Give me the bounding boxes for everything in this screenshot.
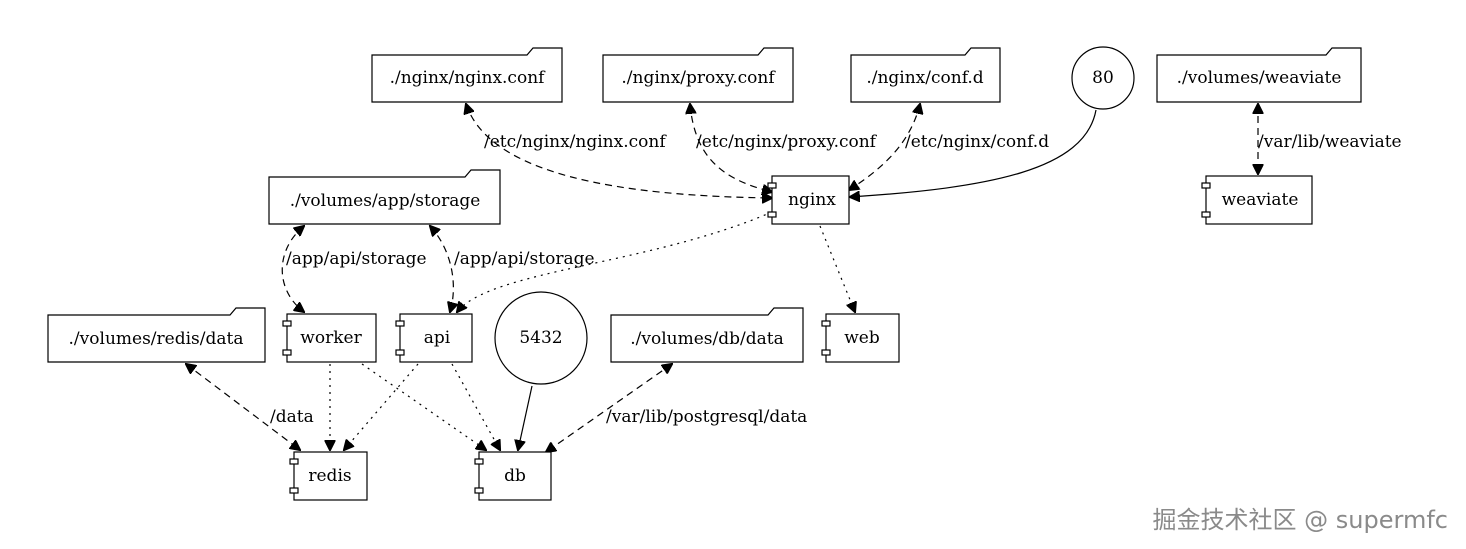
edge-label-db-data: /var/lib/postgresql/data bbox=[606, 407, 807, 427]
edges bbox=[186, 104, 1258, 452]
component-weaviate-label: weaviate bbox=[1222, 190, 1299, 210]
component-worker-label: worker bbox=[300, 328, 362, 348]
component-api-label: api bbox=[424, 328, 451, 348]
edge-label-nginx-conf: /etc/nginx/nginx.conf bbox=[484, 132, 667, 152]
folder-proxy-conf: ./nginx/proxy.conf bbox=[602, 47, 794, 103]
edge-label-weaviate: /var/lib/weaviate bbox=[1258, 132, 1402, 152]
edge-port-5432 bbox=[518, 385, 533, 450]
edge-worker-storage bbox=[281, 226, 304, 312]
folder-volumes-db-data-label: ./volumes/db/data bbox=[630, 329, 783, 349]
folder-conf-d-label: ./nginx/conf.d bbox=[866, 68, 983, 88]
edge-label-api-storage: /app/api/storage bbox=[454, 249, 595, 269]
component-nginx: nginx bbox=[767, 175, 850, 225]
edge-proxy-conf bbox=[690, 104, 772, 192]
watermark: 掘金技术社区 @ supermfc bbox=[1152, 506, 1448, 534]
component-worker: worker bbox=[282, 313, 377, 363]
component-web-label: web bbox=[844, 328, 880, 348]
edge-nginx-web bbox=[819, 225, 855, 312]
folder-volumes-weaviate: ./volumes/weaviate bbox=[1156, 47, 1362, 103]
edge-conf-d bbox=[849, 104, 920, 190]
component-redis: redis bbox=[289, 451, 368, 501]
folder-proxy-conf-label: ./nginx/proxy.conf bbox=[621, 68, 776, 88]
component-db: db bbox=[474, 451, 552, 501]
edge-nginx-conf bbox=[466, 104, 772, 198]
folder-conf-d: ./nginx/conf.d bbox=[850, 47, 1001, 103]
edge-api-redis bbox=[344, 363, 419, 450]
edge-db-data bbox=[546, 364, 672, 452]
edge-labels: /etc/nginx/nginx.conf /etc/nginx/proxy.c… bbox=[270, 132, 1402, 427]
component-nginx-label: nginx bbox=[788, 190, 836, 210]
component-weaviate: weaviate bbox=[1201, 175, 1313, 225]
port-80-node: 80 bbox=[1071, 46, 1135, 110]
folder-nginx-conf-label: ./nginx/nginx.conf bbox=[390, 68, 547, 88]
folder-volumes-redis-data: ./volumes/redis/data bbox=[47, 307, 266, 363]
edge-port-80 bbox=[850, 109, 1097, 197]
port-5432-label: 5432 bbox=[519, 328, 562, 348]
folder-nginx-conf: ./nginx/nginx.conf bbox=[371, 47, 563, 103]
port-80-label: 80 bbox=[1092, 68, 1114, 88]
edge-label-conf-d: /etc/nginx/conf.d bbox=[905, 132, 1049, 152]
folder-volumes-db-data: ./volumes/db/data bbox=[610, 307, 804, 363]
edge-label-worker-storage: /app/api/storage bbox=[286, 249, 427, 269]
folder-volumes-weaviate-label: ./volumes/weaviate bbox=[1177, 68, 1342, 88]
component-api: api bbox=[395, 313, 473, 363]
edge-api-storage bbox=[430, 226, 453, 312]
edge-label-redis-data: /data bbox=[270, 407, 314, 427]
edge-api-db bbox=[451, 363, 500, 450]
folder-volumes-app-storage: ./volumes/app/storage bbox=[268, 169, 501, 225]
port-5432-node: 5432 bbox=[494, 291, 588, 385]
folder-volumes-redis-data-label: ./volumes/redis/data bbox=[69, 329, 244, 349]
folder-volumes-app-storage-label: ./volumes/app/storage bbox=[290, 191, 481, 211]
component-web: web bbox=[821, 313, 900, 363]
edge-nginx-api bbox=[457, 211, 773, 312]
nodes: ./nginx/nginx.conf ./nginx/proxy.conf ./… bbox=[47, 46, 1362, 501]
component-redis-label: redis bbox=[308, 466, 351, 486]
component-db-label: db bbox=[504, 466, 526, 486]
edge-label-proxy-conf: /etc/nginx/proxy.conf bbox=[696, 132, 878, 152]
